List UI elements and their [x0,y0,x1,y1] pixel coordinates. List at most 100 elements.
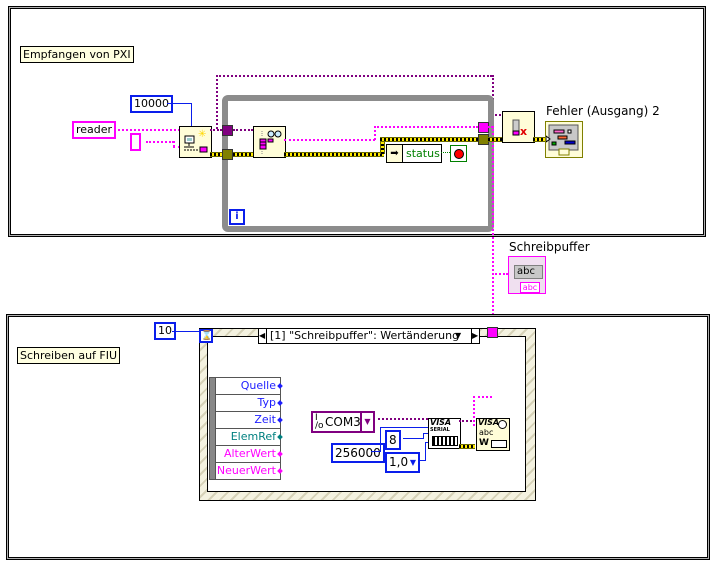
event-timeout-wire [172,331,199,332]
error-wire-to-tunnel [380,137,478,142]
visa-resource-value: COM3 [325,415,361,429]
error-wire-read [284,152,384,157]
refnum-wire-down [492,75,495,115]
error-out-indicator[interactable] [545,121,583,158]
io-icon: I/o [315,413,324,431]
error-wire-in-loop [233,152,253,157]
stop-bits-wire-end [425,442,428,443]
event-case-selector[interactable]: ◀ [1] "Schreibpuffer": Wertänderung ▼ ▶ [258,328,480,344]
baud-wire-v [380,427,381,452]
error-wire-1 [210,152,228,157]
error-wire-close [488,137,502,142]
cluster-icon [545,124,579,156]
data-bits-wire-end [423,433,428,434]
visa-serial-title: VISA [430,418,452,427]
buffer-icon [491,440,507,448]
open-connection-node[interactable]: ✳ [179,126,212,158]
buffer-display: abc [514,265,543,279]
timer-icon [498,420,507,429]
timeout-wire-v [191,103,192,126]
visa-dropdown-icon[interactable]: ▼ [360,413,373,431]
write-w-icon: W [479,438,489,448]
buffer-type-tag: abc [520,282,540,293]
event-data-elemref[interactable]: ElemRef [216,429,280,446]
stop-bits-wire [418,460,426,461]
status-wire [441,152,450,153]
timeout-constant[interactable]: 10000 [130,95,173,113]
bottom-frame-label: Schreiben auf FIU [17,347,121,364]
string-wire-2 [173,146,180,149]
buffer-wire-right [488,126,493,129]
data-bits-wire-v [423,433,424,439]
baud-wire-top [380,427,428,428]
event-data-quelle[interactable]: Quelle [216,378,280,395]
error-wire-out [533,137,545,142]
next-case-arrow[interactable]: ▶ [471,329,479,343]
event-selector-label: [1] "Schreibpuffer": Wertänderung [270,329,460,342]
error-wire-visa [459,444,475,449]
visa-resource-wire [373,418,428,421]
error-tunnel-in [222,149,233,160]
refnum-tunnel-in [222,125,233,136]
stop-terminal[interactable] [450,145,467,162]
top-frame-label: Empfangen von PXI [20,46,134,63]
event-data-node: Quelle Typ Zeit ElemRef AlterWert NeuerW… [215,377,281,480]
buffer-wire-bottom-h [473,396,492,399]
event-data-alterwert[interactable]: AlterWert [216,446,280,463]
visa-configure-serial-node[interactable]: VISA SERIAL [428,418,461,449]
svg-text:✳: ✳ [198,129,206,140]
name-constant[interactable]: reader [72,121,117,139]
svg-text:x: x [520,125,527,138]
name-wire [114,129,180,132]
dropdown-arrow-icon[interactable]: ▼ [455,331,462,340]
while-loop [222,95,494,232]
string-wire [146,141,174,144]
stop-bits-dropdown-icon[interactable]: ▼ [409,458,416,467]
buffer-indicator[interactable]: abc abc [508,256,546,294]
data-bits-constant[interactable]: 8 [385,430,401,450]
close-x-icon: x [512,119,527,138]
unbundle-status-label: status [406,147,440,160]
prev-case-arrow[interactable]: ◀ [259,329,267,343]
buffer-wire-bottom-v [473,396,476,426]
read-data-wire [284,139,375,142]
baud-wire-h [371,451,381,452]
read-data-wire-top [374,126,478,129]
refnum-wire-top [216,75,492,78]
event-timeout-constant[interactable]: 10 [154,322,176,340]
buffer-wire-vertical [492,126,495,331]
visa-write-title: VISA [478,418,500,427]
timeout-terminal: ⌛ [199,329,213,343]
read-data-wire-up [374,126,377,140]
data-bits-wire [403,438,423,439]
empty-string-constant[interactable] [130,133,141,151]
serial-port-icon [432,436,458,446]
visa-write-node[interactable]: VISA abc W [476,418,510,451]
buffer-indicator-wire [492,273,508,276]
string-wire-v [173,141,176,147]
event-data-typ[interactable]: Typ [216,395,280,412]
baud-rate-constant[interactable]: 256000 [331,443,385,463]
error-out-label: Fehler (Ausgang) 2 [546,104,660,118]
event-data-zeit[interactable]: Zeit [216,412,280,429]
refnum-wire-end [492,114,504,117]
visa-resource-wire-2 [459,420,475,423]
visa-serial-sub: SERIAL [430,427,450,433]
refnum-wire [210,129,222,132]
loop-iteration-terminal: i [229,209,245,225]
error-wire-branch [380,138,385,154]
unbundle-by-name[interactable]: ➡ status [386,144,442,163]
buffer-tunnel-event [487,327,498,338]
stop-icon [454,149,464,159]
close-connection-node[interactable]: x [502,111,535,143]
refnum-wire-in-loop [233,129,253,132]
stop-bits-constant[interactable]: 1,0 ▼ [385,452,420,473]
unbundle-arrow-icon: ➡ [387,145,403,162]
refnum-wire-up [216,75,219,129]
stop-bits-value: 1,0 [389,455,409,469]
visa-resource-constant[interactable]: I/o COM3 ▼ [311,411,375,433]
read-node[interactable] [253,126,286,158]
event-data-neuerwert[interactable]: NeuerWert [216,464,276,477]
buffer-indicator-label: Schreibpuffer [509,240,590,254]
stop-bits-wire-v [425,442,426,461]
